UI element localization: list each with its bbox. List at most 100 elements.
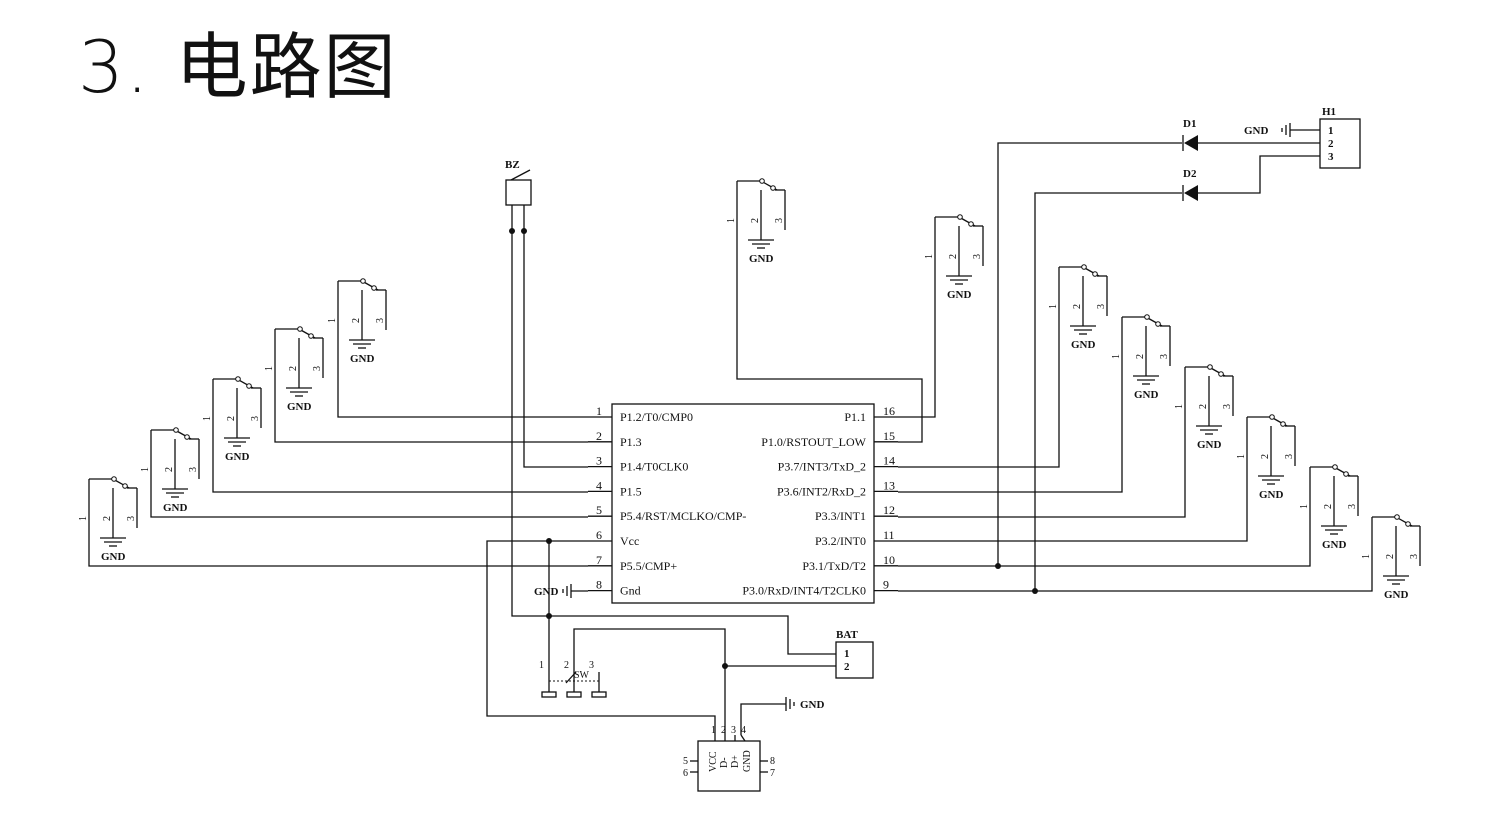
usb-signal-dplus: D+ <box>730 755 741 768</box>
switch-pin-1: 1 <box>264 366 275 371</box>
switch-pin-3: 3 <box>1409 554 1420 559</box>
bat-pin-1: 1 <box>844 648 850 660</box>
mcu-pin-number: 7 <box>596 553 602 567</box>
switch-pin-1: 1 <box>924 254 935 259</box>
switch-gnd-label: GND <box>1197 439 1222 451</box>
switch-pin-3: 3 <box>1347 504 1358 509</box>
mcu-pin-number: 14 <box>883 454 895 468</box>
h1-pin-1: 1 <box>1328 125 1334 137</box>
switch-pin-1: 1 <box>1048 304 1059 309</box>
mcu-pin-number: 5 <box>596 503 602 517</box>
mcu-pin-number: 11 <box>883 528 895 542</box>
mcu-pin-name: Vcc <box>620 534 639 548</box>
mcu-chip <box>611 403 875 604</box>
mcu-pin-name: P5.4/RST/MCLKO/CMP- <box>620 509 746 523</box>
switch-pin-1: 1 <box>726 218 737 223</box>
switch-pin-3: 3 <box>126 516 137 521</box>
mcu-pin-name: P1.3 <box>620 435 642 449</box>
mcu-pin-number: 3 <box>596 454 602 468</box>
switch-pin-2: 2 <box>1323 504 1334 509</box>
sw-pin-3: 3 <box>589 660 594 671</box>
mcu-pin-name: P3.3/INT1 <box>815 509 866 523</box>
sw-pin-1: 1 <box>539 660 544 671</box>
switch-gnd-label: GND <box>1071 339 1096 351</box>
mcu-pin-name: P3.7/INT3/TxD_2 <box>778 460 866 474</box>
h1-gnd-symbol: GND <box>1244 123 1291 137</box>
switch-pin-2: 2 <box>750 218 761 223</box>
switch-pin-1: 1 <box>78 516 89 521</box>
diode-d2: D2 <box>1182 168 1198 201</box>
bat-pin-2: 2 <box>844 661 850 673</box>
usb-pin-1: 1 <box>711 725 716 736</box>
mcu-pin-name: P1.5 <box>620 484 642 498</box>
switch-pin-1: 1 <box>327 318 338 323</box>
switch-pin-2: 2 <box>164 467 175 472</box>
d1-label: D1 <box>1183 118 1196 130</box>
switch-gnd-label: GND <box>163 502 188 514</box>
switch-gnd-label: GND <box>947 289 972 301</box>
switch-pin-2: 2 <box>1135 354 1146 359</box>
switch-pin-2: 2 <box>1260 454 1271 459</box>
usb-signal-gnd: GND <box>742 750 753 772</box>
mcu-pin-number: 15 <box>883 429 895 443</box>
switch-pin-1: 1 <box>202 416 213 421</box>
mcu-pin-name: P1.0/RSTOUT_LOW <box>761 435 866 449</box>
switch-pin-1: 1 <box>1174 404 1185 409</box>
switch-pin-2: 2 <box>226 416 237 421</box>
usb-pin-4: 4 <box>741 725 746 736</box>
switch-pin-2: 2 <box>948 254 959 259</box>
switch-pin-3: 3 <box>188 467 199 472</box>
title-text: 电路图 <box>175 25 398 109</box>
page-title: 3. 电路图 <box>78 8 398 113</box>
mcu-pin-name: Gnd <box>620 584 641 598</box>
h1-label: H1 <box>1322 106 1336 118</box>
mcu-pin-number: 6 <box>596 528 602 542</box>
h1-pin-2: 2 <box>1328 138 1334 150</box>
switch-gnd-label: GND <box>1134 389 1159 401</box>
mcu-pin-name: P3.6/INT2/RxD_2 <box>777 484 866 498</box>
usb-gnd-label: GND <box>800 699 825 711</box>
switch-pin-1: 1 <box>140 467 151 472</box>
usb-pin-7: 7 <box>770 768 775 779</box>
battery-connector: BAT 1 2 <box>835 629 874 679</box>
switch-gnd-label: GND <box>101 551 126 563</box>
sw-pin-2: 2 <box>564 660 569 671</box>
usb-pin-8: 8 <box>770 756 775 767</box>
switch-pin-3: 3 <box>312 366 323 371</box>
switch-gnd-label: GND <box>225 451 250 463</box>
switch-pin-1: 1 <box>1361 554 1372 559</box>
junctions <box>509 228 1038 669</box>
switch-pin-3: 3 <box>375 318 386 323</box>
switch-pin-3: 3 <box>774 218 785 223</box>
switch-pin-3: 3 <box>1222 404 1233 409</box>
mcu-pin-number: 9 <box>883 578 889 592</box>
switch-gnd-label: GND <box>749 253 774 265</box>
switch-pin-3: 3 <box>1284 454 1295 459</box>
mcu-pin-number: 10 <box>883 553 895 567</box>
switch-pin-3: 3 <box>1159 354 1170 359</box>
switch-pin-2: 2 <box>288 366 299 371</box>
usb-pin-5: 5 <box>683 756 688 767</box>
buzzer: BZ <box>505 159 532 206</box>
switch-gnd-label: GND <box>287 401 312 413</box>
switch-pin-2: 2 <box>102 516 113 521</box>
mcu-pin-number: 16 <box>883 404 895 418</box>
switch-gnd-label: GND <box>350 353 375 365</box>
mcu-pin-number: 1 <box>596 404 602 418</box>
h1-gnd-label: GND <box>1244 125 1269 137</box>
usb-connector: 1 2 3 4 VCC D- D+ GND 5 6 8 7 <box>683 725 775 792</box>
switch-pin-2: 2 <box>1072 304 1083 309</box>
switch-pin-2: 2 <box>351 318 362 323</box>
